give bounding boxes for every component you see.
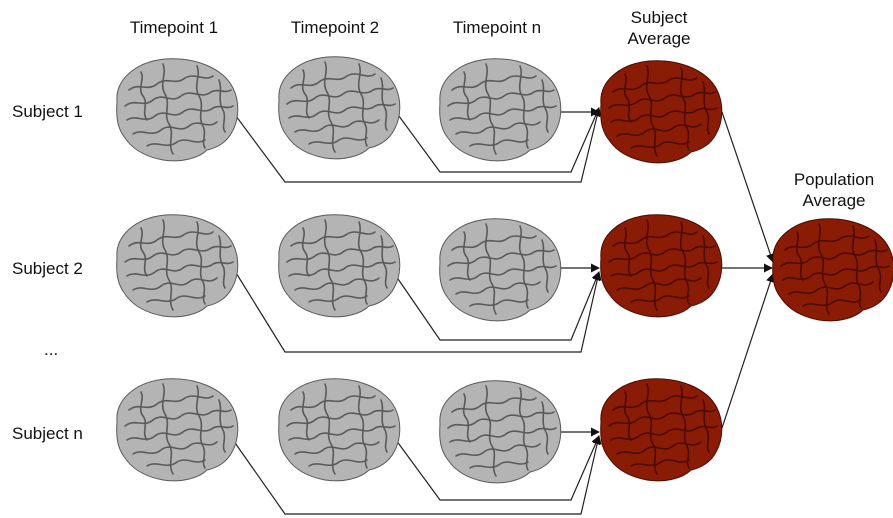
brain-outline (279, 57, 400, 159)
brains-layer (117, 57, 893, 483)
brain-outline (440, 59, 561, 161)
brain-outline (279, 215, 400, 317)
brain-subject-2-timepoint-1-icon (117, 215, 238, 317)
brain-outline (279, 379, 400, 481)
connectors-population (722, 112, 773, 428)
brain-subject-n-timepoint-2-icon (279, 379, 400, 481)
brain-outline (773, 219, 893, 321)
brain-outline (117, 59, 238, 161)
brain-outline (117, 379, 238, 481)
brain-outline (440, 219, 561, 321)
brain-population-average-icon (773, 219, 893, 321)
brain-subject-2-timepoint-2-icon (279, 215, 400, 317)
brain-outline (601, 215, 722, 317)
brain-subject-1-timepoint-1-icon (117, 59, 238, 161)
brain-outline (601, 379, 722, 481)
brain-subject-1-timepoint-2-icon (279, 57, 400, 159)
brain-outline (117, 215, 238, 317)
brain-outline (601, 61, 722, 163)
brain-subject-2-timepoint-n-icon (440, 219, 561, 321)
brain-outline (440, 381, 561, 483)
brain-subject-n-average-icon (601, 379, 722, 481)
arrow-avg1-to-population (722, 112, 773, 262)
brain-subject-2-average-icon (601, 215, 722, 317)
brain-subject-1-timepoint-n-icon (440, 59, 561, 161)
brain-subject-1-average-icon (601, 61, 722, 163)
brain-subject-n-timepoint-1-icon (117, 379, 238, 481)
brain-subject-n-timepoint-n-icon (440, 381, 561, 483)
arrow-avgn-to-population (722, 274, 773, 428)
